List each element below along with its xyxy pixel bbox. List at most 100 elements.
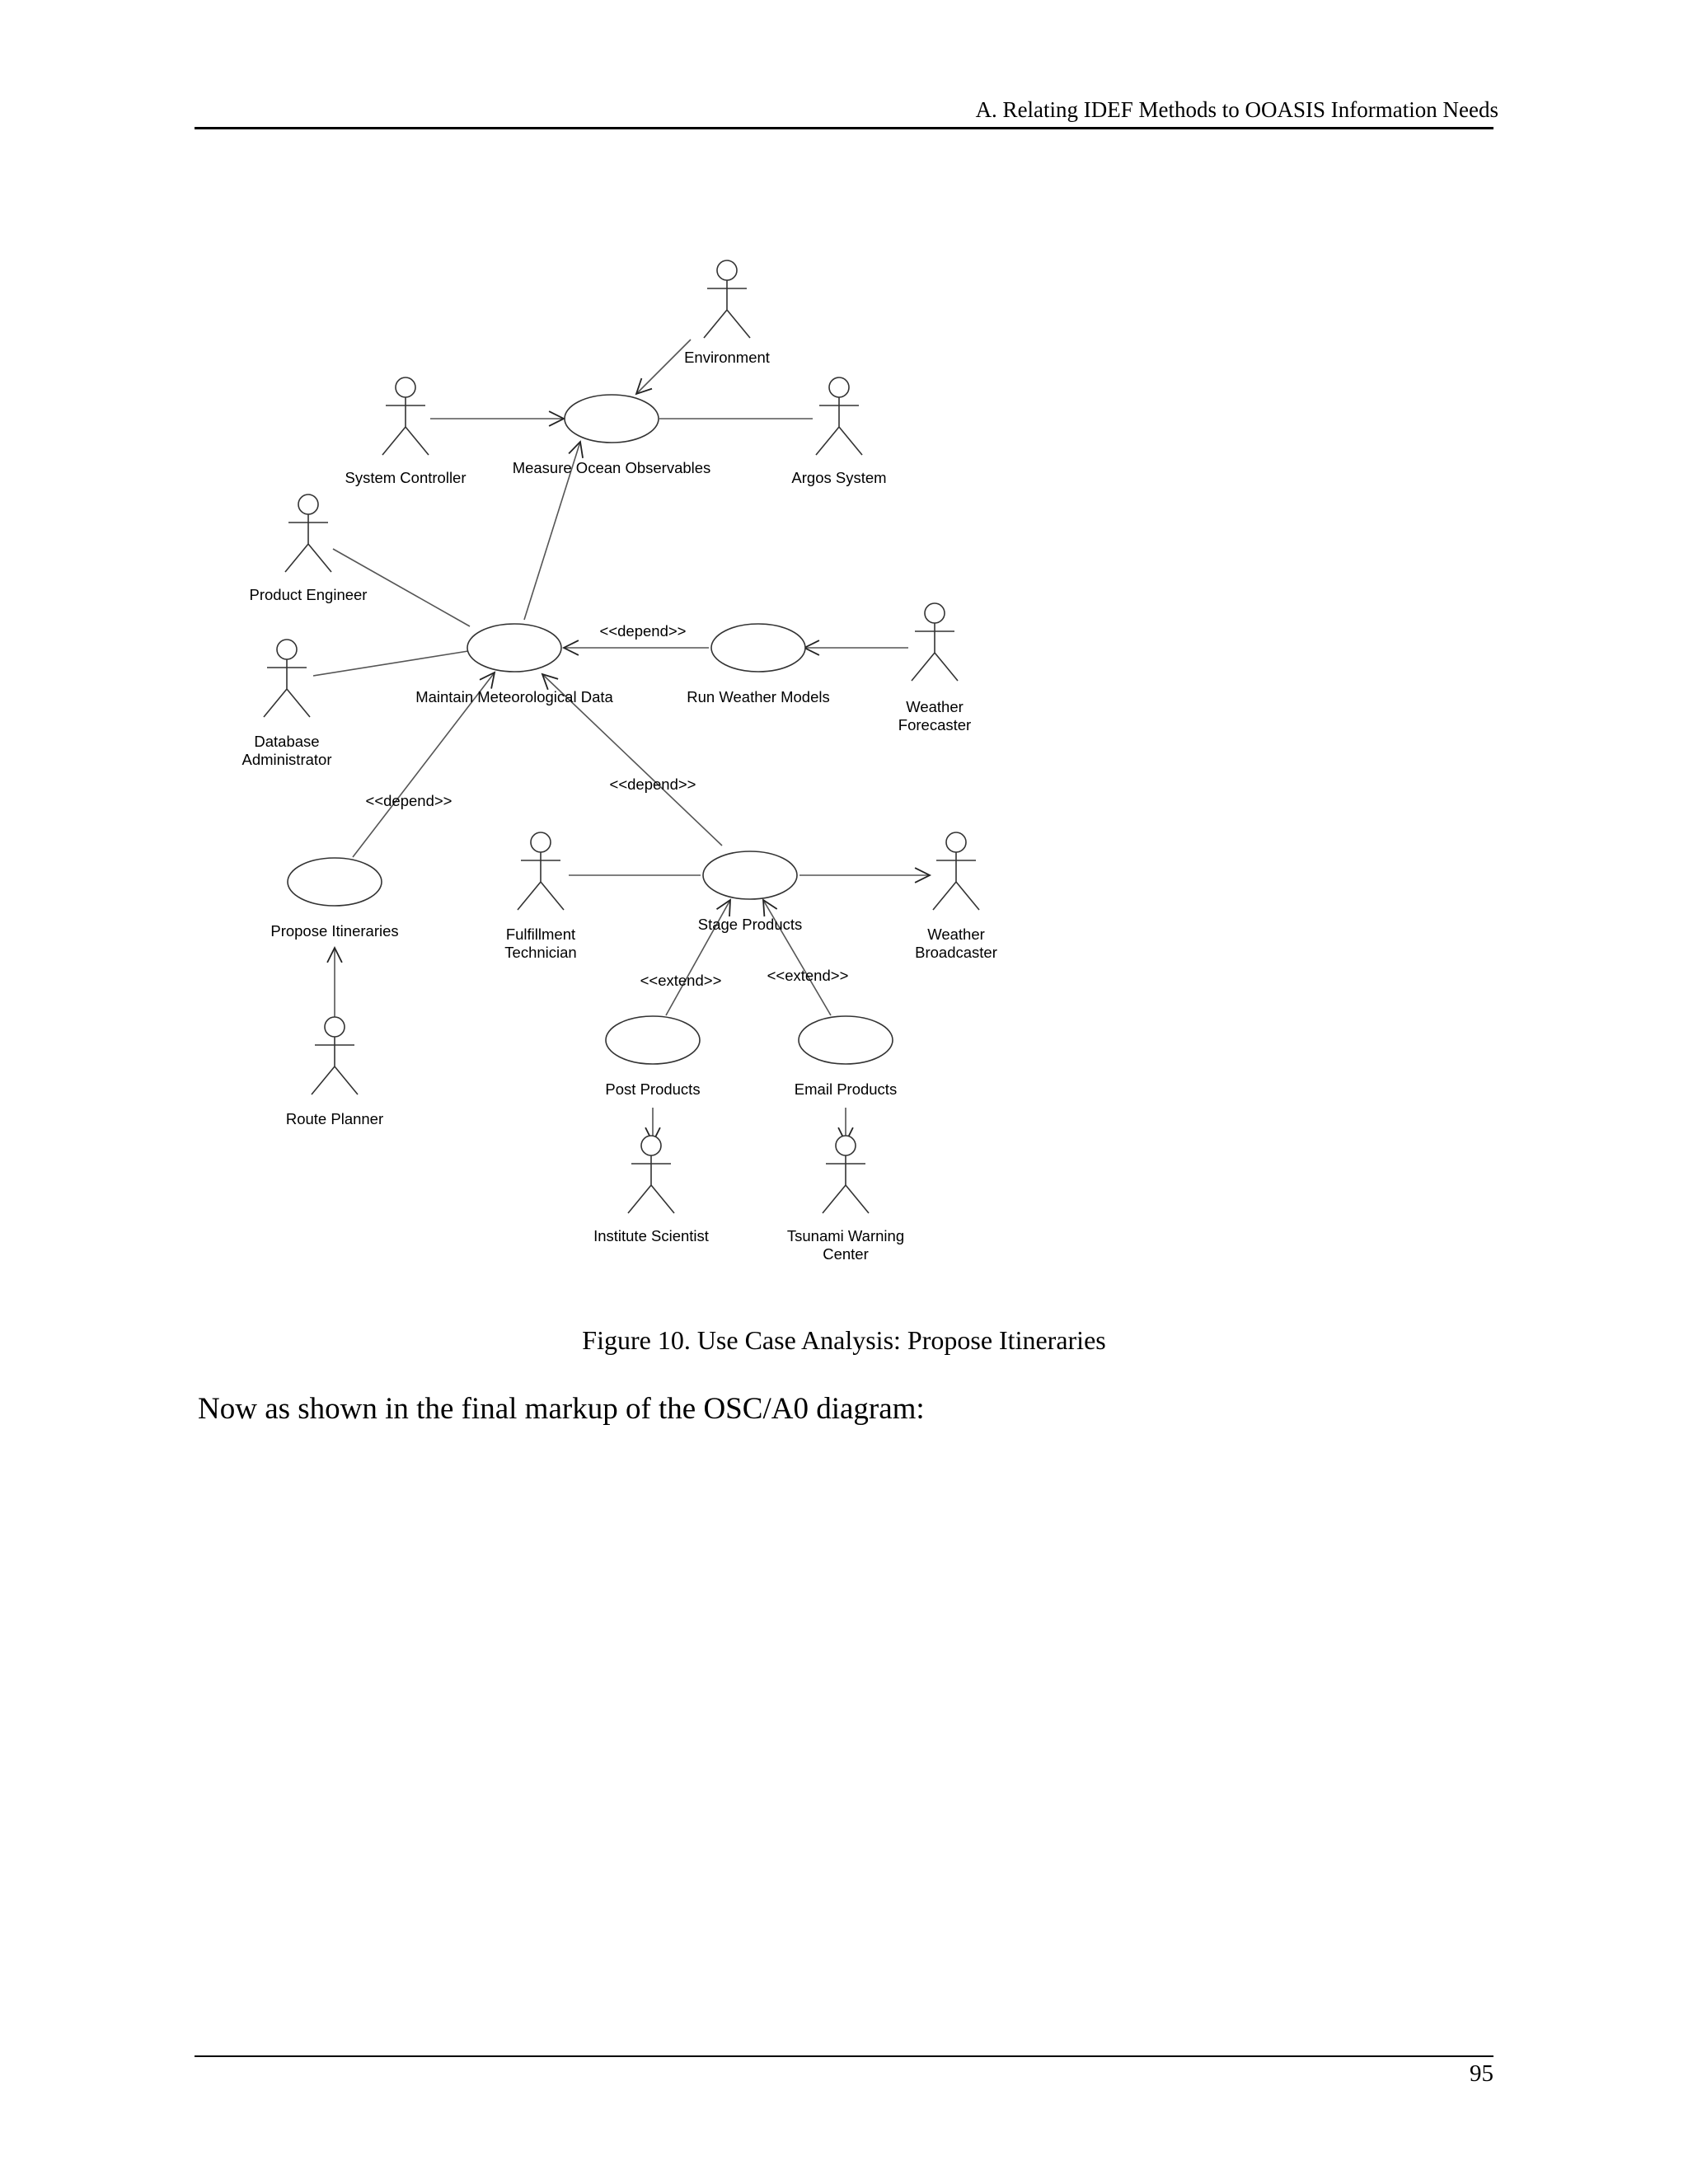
use-case-label: Post Products [605,1080,700,1098]
use-case-stage-products: Stage Products [698,851,803,933]
actor-head [835,1135,856,1156]
actor-argos-system: Argos System [791,377,887,486]
use-case-ellipse [467,623,562,673]
actor-label: Route Planner [286,1110,383,1127]
use-case-label: Maintain Meteorological Data [415,688,613,705]
relationship-line [312,650,469,677]
actor-body [627,1155,675,1214]
actor-body [822,1155,870,1214]
use-case-ellipse [710,623,806,673]
actor-label: Forecaster [898,716,971,733]
use-case-label: Stage Products [698,916,803,933]
relationship-line [762,899,832,1016]
arrowhead [548,410,566,427]
relationship-line [332,548,471,627]
use-case-label: Measure Ocean Observables [513,459,711,476]
use-case-label: Email Products [795,1080,897,1098]
figure-caption: Figure 10. Use Case Analysis: Propose It… [582,1325,1106,1355]
actor-route-planner: Route Planner [286,1016,383,1127]
use-case-label: Run Weather Models [687,688,829,705]
actor-head [324,1016,345,1038]
arrowhead [541,673,559,691]
use-case-run-weather-models: Run Weather Models [687,623,830,705]
actor-body [263,659,311,718]
actor-institute-scientist: Institute Scientist [593,1135,709,1244]
actor-head [640,1135,662,1156]
arrowhead [326,945,343,963]
actor-label: Broadcaster [915,944,997,961]
arrowhead [715,898,731,917]
actor-head [530,832,551,853]
relationship-weather-forecaster-to-run-weather-models [802,640,908,656]
use-case-maintain-meteorological-data: Maintain Meteorological Data [415,623,614,705]
relationship-product-engineer-to-maintain-meteorological-data [332,548,471,627]
stereotype-label: <<depend>> [366,792,452,809]
actor-body [517,852,565,911]
actor-label: Product Engineer [250,586,368,603]
relationship-line [352,672,495,858]
relationship-system-controller-to-measure-ocean-observables [430,410,566,427]
relationship-line [665,899,731,1016]
body-paragraph: Now as shown in the final markup of the … [198,1392,925,1426]
actor-label: Database [254,733,319,750]
actor-label: Environment [684,349,770,366]
actor-label: Institute Scientist [593,1227,709,1244]
use-case-measure-ocean-observables: Measure Ocean Observables [513,394,711,476]
relationship-line [635,339,692,395]
page-number: 95 [1470,2060,1493,2087]
actor-head [716,260,738,281]
relationship-environment-to-measure-ocean-observables [635,339,692,396]
use-case-ellipse [605,1015,701,1065]
actor-head [828,377,850,398]
actor-head [298,494,319,515]
use-case-label: Propose Itineraries [270,922,398,940]
running-header: A. Relating IDEF Methods to OOASIS Infor… [975,97,1498,122]
actor-product-engineer: Product Engineer [250,494,368,603]
actor-system-controller: System Controller [345,377,467,486]
stereotype-label: <<extend>> [640,972,722,989]
actor-body [703,280,751,339]
relationship-line [523,441,581,621]
actor-head [924,602,945,624]
use-case-diagram: <<depend>> <<depend>> <<depend>> <<extend>>… [242,260,997,1263]
arrowhead [568,440,584,458]
relationship-maintain-meteorological-data-to-measure-ocean-observables [523,440,584,621]
footer-rule [195,2055,1493,2057]
relationship-stage-products-to-weather-broadcaster [799,867,932,883]
actor-body [932,852,980,911]
use-case-ellipse [564,394,659,443]
relationship-stage-products-to-maintain-meteorological-data: <<depend>> [541,673,723,846]
relationship-email-products-to-stage-products: <<extend>> [762,898,849,1016]
actor-body [911,623,959,682]
actor-label: Fulfillment [506,926,575,943]
actor-head [276,639,298,660]
relationship-route-planner-to-propose-itineraries [326,945,343,1022]
use-case-post-products: Post Products [605,1015,701,1098]
relationship-database-administrator-to-maintain-meteorological-data [312,650,469,677]
stereotype-label: <<depend>> [600,622,687,640]
actor-label: Center [823,1245,869,1263]
arrowhead [479,671,496,689]
use-case-ellipse [702,851,798,900]
actor-label: System Controller [345,469,466,486]
actor-body [311,1037,359,1095]
arrowhead [762,898,778,917]
actor-label: Administrator [242,751,332,768]
actor-environment: Environment [684,260,770,366]
relationship-propose-itineraries-to-maintain-meteorological-data: <<depend>> [352,671,496,858]
actor-label: Weather [906,698,964,715]
relationship-line [542,673,723,846]
arrowhead [914,867,932,883]
arrowhead [635,377,653,396]
header-rule [195,127,1493,129]
relationship-post-products-to-stage-products: <<extend>> [640,898,731,1016]
actor-head [395,377,416,398]
stereotype-label: <<extend>> [767,967,849,984]
actor-body [382,397,429,456]
stereotype-label: <<depend>> [610,776,696,793]
use-case-email-products: Email Products [795,1015,897,1098]
